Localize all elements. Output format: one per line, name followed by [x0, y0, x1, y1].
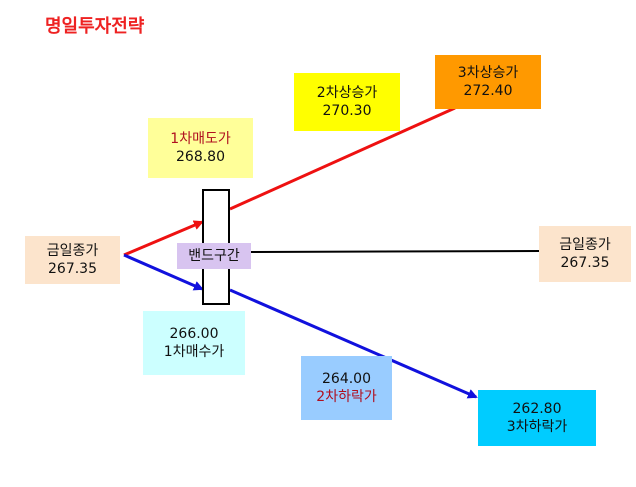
sell1-box: 1차매도가 268.80 — [148, 118, 253, 178]
rise2-box: 2차상승가 270.30 — [294, 73, 400, 131]
close-left-box: 금일종가 267.35 — [25, 236, 120, 284]
fall2-box: 264.00 2차하락가 — [301, 356, 392, 420]
rise-line — [229, 106, 456, 211]
close-right-label: 금일종가 — [559, 237, 611, 253]
arrow-to-band-top — [123, 220, 204, 257]
fall3-label: 3차하락가 — [506, 419, 568, 435]
arrow-to-band-bottom — [123, 253, 204, 291]
fall3-box: 262.80 3차하락가 — [478, 390, 596, 446]
close-right-box: 금일종가 267.35 — [539, 226, 631, 282]
rise3-value: 272.40 — [463, 83, 513, 99]
fall-line — [229, 288, 478, 399]
band-label: 밴드구간 — [177, 243, 251, 269]
sell1-label: 1차매도가 — [170, 131, 231, 147]
buy1-label: 1차매수가 — [163, 344, 225, 360]
rise3-label: 3차상승가 — [457, 65, 519, 81]
rise2-value: 270.30 — [322, 103, 372, 119]
close-left-label: 금일종가 — [46, 243, 99, 259]
rise3-box: 3차상승가 272.40 — [435, 55, 541, 109]
buy1-value: 266.00 — [169, 326, 219, 342]
buy1-box: 266.00 1차매수가 — [143, 311, 245, 375]
fall2-value: 264.00 — [322, 371, 371, 387]
page-title: 명일투자전략 — [45, 16, 145, 37]
sell1-value: 268.80 — [176, 149, 225, 165]
close-right-value: 267.35 — [560, 255, 610, 271]
rise2-label: 2차상승가 — [316, 85, 378, 101]
close-left-value: 267.35 — [48, 261, 97, 277]
flat-line — [250, 250, 541, 253]
fall3-value: 262.80 — [512, 401, 562, 417]
fall2-label: 2차하락가 — [316, 389, 377, 405]
